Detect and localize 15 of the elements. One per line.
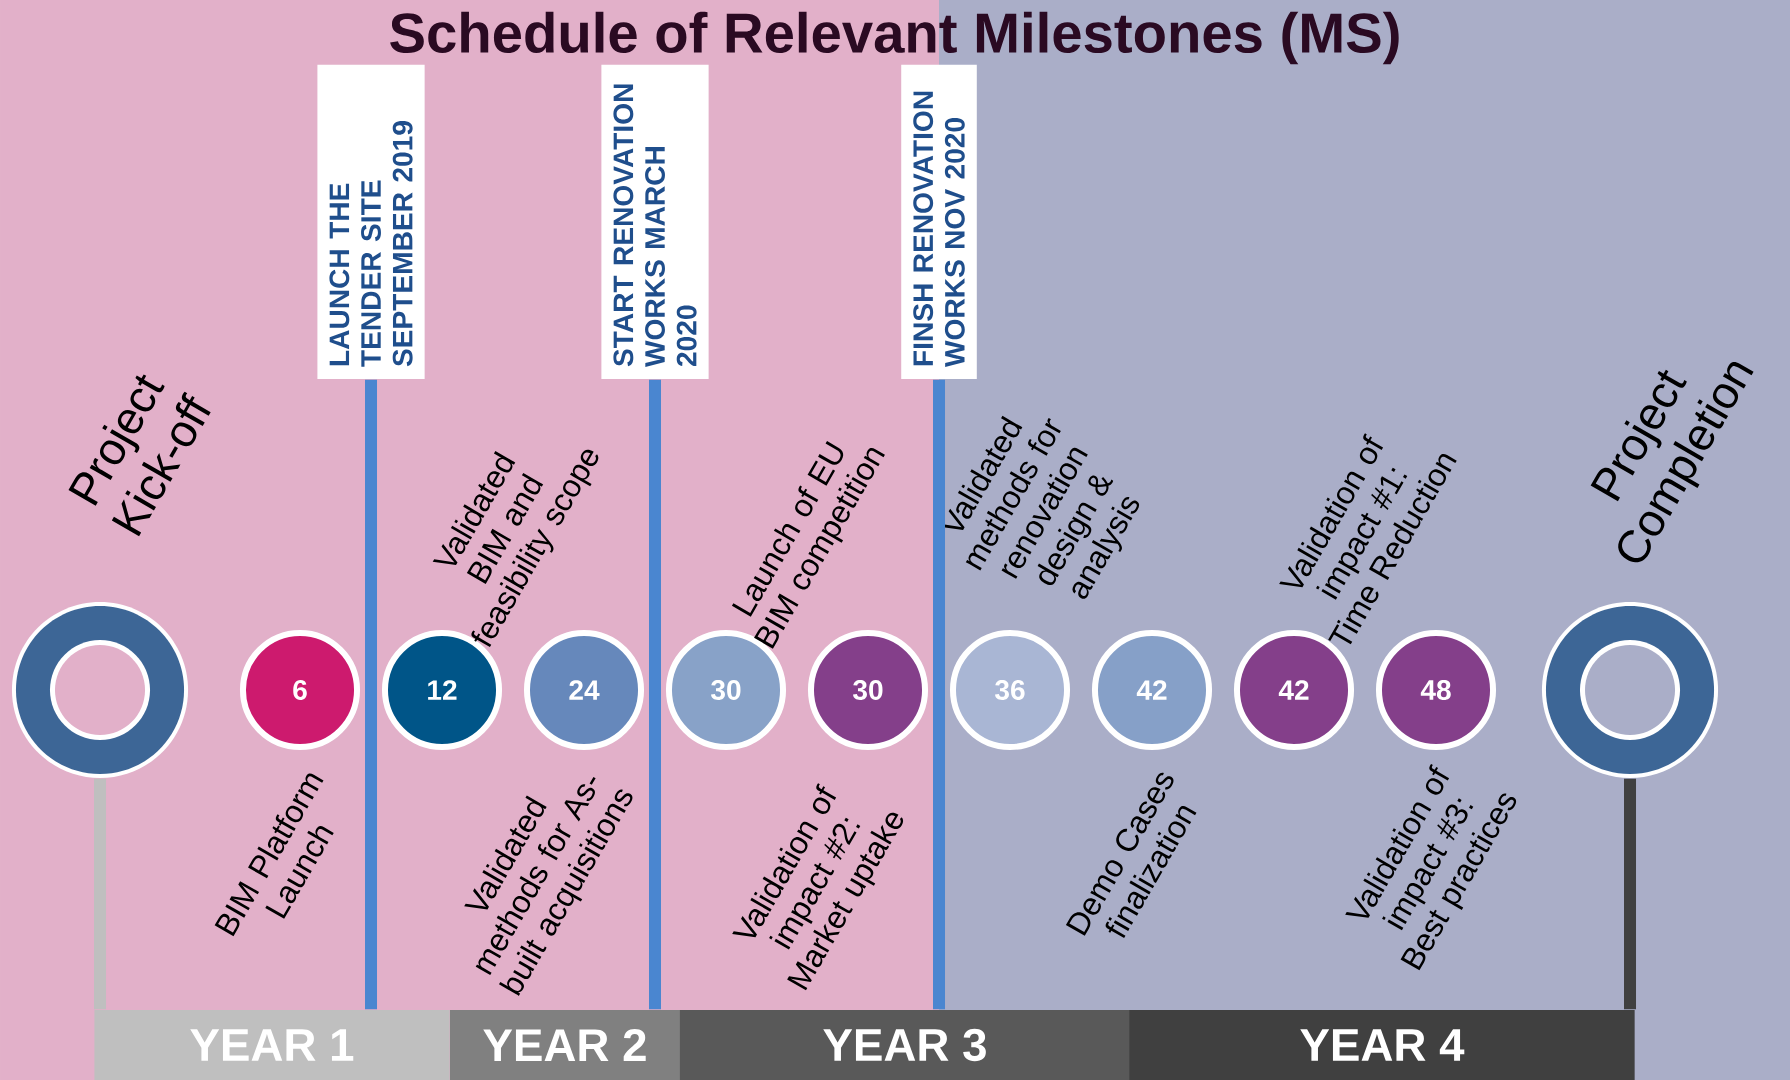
ring-marker — [1541, 601, 1719, 779]
year-bar: YEAR 3 — [679, 1009, 1131, 1080]
connector-line — [933, 379, 945, 1010]
milestone-callout: FINSH RENOVATION WORKS NOV 2020 — [901, 64, 977, 380]
connector-line — [94, 778, 106, 1010]
connector-line — [365, 379, 377, 1010]
milestone-callout: START RENOVATION WORKS MARCH 2020 — [601, 64, 709, 380]
connector-line — [649, 379, 661, 1010]
title: Schedule of Relevant Milestones (MS) — [390, 11, 1399, 65]
ring-marker — [11, 601, 189, 779]
year-bar: YEAR 4 — [1129, 1009, 1635, 1080]
milestone-callout: LAUNCH THE TENDER SITE SEPTEMBER 2019 — [317, 64, 425, 380]
year-bar: YEAR 1 — [94, 1009, 450, 1080]
year-bar: YEAR 2 — [449, 1009, 681, 1080]
connector-line — [1624, 778, 1636, 1010]
